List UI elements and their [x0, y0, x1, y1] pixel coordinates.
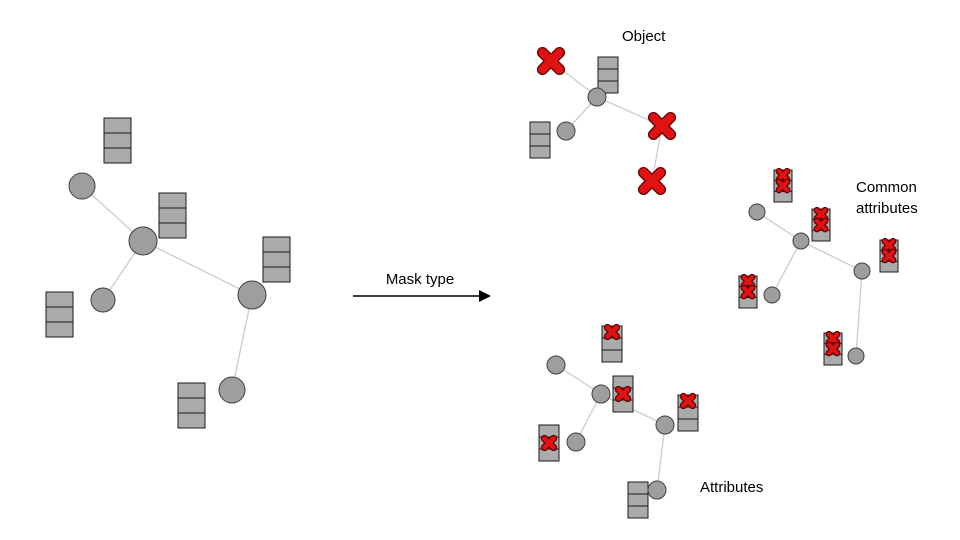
graph-node	[556, 121, 576, 141]
attribute-table	[601, 323, 623, 363]
attribute-table	[45, 291, 74, 338]
attribute-table	[677, 392, 699, 432]
masked-cell-x-icon	[813, 206, 829, 222]
graph-node	[792, 232, 810, 250]
graph-edge	[142, 240, 253, 296]
attribute-table	[773, 167, 793, 203]
attribute-table-box	[158, 192, 187, 239]
graph-edge	[231, 294, 253, 391]
graph-node	[566, 432, 586, 452]
attribute-table	[529, 121, 551, 159]
attribute-table	[811, 206, 831, 242]
graph-edge	[756, 211, 802, 242]
attribute-table	[627, 481, 649, 519]
attributes-label: Attributes	[700, 479, 763, 496]
graph-node	[237, 280, 267, 310]
mask-type-arrow	[353, 290, 491, 302]
attribute-table	[612, 375, 634, 413]
graph-edge	[771, 240, 802, 296]
common-attributes-label-line1: Common	[856, 179, 917, 196]
attribute-table	[538, 424, 560, 462]
graph-node	[218, 376, 246, 404]
attribute-table-box	[627, 481, 649, 519]
graph-edge	[656, 424, 666, 491]
masked-cell-x-icon	[740, 273, 756, 289]
attribute-table-box	[103, 117, 132, 164]
masked-cell-x-icon	[813, 217, 829, 233]
graph-original	[45, 117, 291, 429]
graph-node	[853, 262, 871, 280]
graph-node	[68, 172, 96, 200]
graph-node	[90, 287, 116, 313]
masked-cell-x-icon	[679, 392, 697, 410]
graph-node	[748, 203, 766, 221]
masked-cell-x-icon	[881, 237, 897, 253]
masked-cell-x-icon	[614, 385, 632, 403]
graph-node	[128, 226, 158, 256]
graph-edge	[855, 270, 863, 357]
arrow-head-icon	[479, 290, 491, 302]
masked-cell-x-icon	[881, 248, 897, 264]
graph-node	[587, 87, 607, 107]
graph-node	[763, 286, 781, 304]
mask-type-label: Mask type	[386, 271, 454, 288]
graph-common	[738, 167, 899, 366]
attribute-table-box	[45, 291, 74, 338]
masked-node-x-icon	[647, 111, 677, 141]
masked-cell-x-icon	[825, 341, 841, 357]
masked-cell-x-icon	[540, 434, 558, 452]
attribute-table-box	[177, 382, 206, 429]
attribute-table-box	[529, 121, 551, 159]
object-label: Object	[622, 28, 666, 45]
attribute-table	[177, 382, 206, 429]
graph-attributes	[538, 323, 699, 519]
masked-cell-x-icon	[740, 284, 756, 300]
graph-edge	[800, 240, 863, 272]
masked-cell-x-icon	[603, 323, 621, 341]
graph-object	[529, 46, 677, 196]
masked-node-x-icon	[637, 166, 667, 196]
attribute-table	[103, 117, 132, 164]
masked-cell-x-icon	[775, 178, 791, 194]
masked-node-x-icon	[536, 46, 566, 76]
attribute-table-box	[597, 56, 619, 94]
graph-node	[647, 480, 667, 500]
attribute-table-box	[262, 236, 291, 283]
attribute-table	[738, 273, 758, 309]
attribute-table	[158, 192, 187, 239]
common-attributes-label-line2: attributes	[856, 200, 918, 217]
graph-node	[546, 355, 566, 375]
masked-cell-x-icon	[775, 167, 791, 183]
graph-node	[655, 415, 675, 435]
masked-cell-x-icon	[825, 330, 841, 346]
graph-node	[847, 347, 865, 365]
graph-node	[591, 384, 611, 404]
attribute-table	[879, 237, 899, 273]
attribute-table	[597, 56, 619, 94]
attribute-table	[823, 330, 843, 366]
attribute-table	[262, 236, 291, 283]
